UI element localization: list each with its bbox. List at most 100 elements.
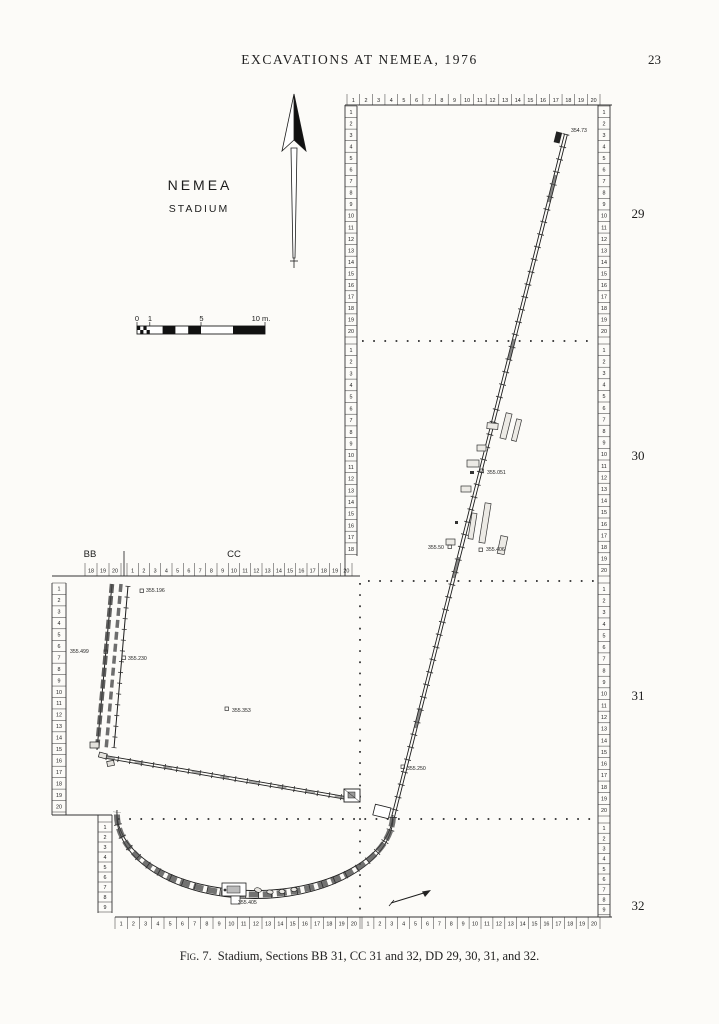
grid-tick-label: 7 [104,885,107,891]
grid-tick-label: 19 [339,922,345,928]
grid-tick-label: 7 [603,179,606,185]
grid-tick-label: 6 [350,406,353,412]
wall-block [553,131,563,144]
grid-tick-label: 10 [348,214,354,220]
grid-tick-label: 17 [348,535,354,541]
grid-tick-label: 3 [603,847,606,853]
grid-tick-label: 20 [343,568,349,574]
grid-tick-label: 7 [428,98,431,104]
grid-tick-label: 17 [348,295,354,301]
elevation-labels: 354.73 355.051 355.50 355.406 355.196 35… [70,128,587,906]
grid-tick-label: 5 [58,633,61,639]
grid-tick-label: 16 [302,922,308,928]
grid-tick-label: 5 [169,922,172,928]
grid-tick-label: 18 [88,568,94,574]
grid-tick-label: 18 [348,306,354,312]
grid-tick-label: 1 [603,110,606,116]
grid-tick-label: 11 [601,464,607,470]
grid-tick-label: 7 [58,655,61,661]
grid-tick-label: 6 [603,168,606,174]
grid-tick-label: 1 [350,348,353,354]
grid-tick-label: 14 [601,738,607,744]
grid-tick-label: 1 [104,825,107,831]
page-title: EXCAVATIONS AT NEMEA, 1976 [241,52,478,67]
grid-tick-label: 7 [350,418,353,424]
grid-tick-label: 7 [603,887,606,893]
grid-tick-label: 13 [265,568,271,574]
elevation-point-markers [103,468,484,769]
grid-tick-label: 16 [601,522,607,528]
grid-letter-cc: CC [227,549,241,560]
grid-tick-label: 9 [603,202,606,208]
scale-label-0: 0 [135,314,139,323]
grid-tick-label: 18 [567,922,573,928]
grid-tick-label: 10 [464,98,470,104]
grid-tick-label: 8 [350,430,353,436]
grid-letter-bb: BB [84,549,97,560]
grid-tick-label: 8 [603,898,606,904]
grid-tick-label: 9 [58,678,61,684]
grid-tick-label: 9 [350,202,353,208]
grid-tick-label: 6 [58,644,61,650]
grid-tick-label: 4 [603,857,606,863]
grid-tick-label: 9 [603,908,606,914]
grid-tick-label: 14 [276,568,282,574]
grid-tick-label: 9 [221,568,224,574]
grid-tick-label: 7 [350,179,353,185]
elevation-label: 355.196 [146,588,165,594]
grid-tick-label: 9 [218,922,221,928]
grid-tick-label: 17 [314,922,320,928]
grid-tick-label: 8 [450,922,453,928]
grid-tick-label: 2 [58,598,61,604]
grid-tick-label: 7 [603,417,606,423]
grid-tick-label: 10 [56,690,62,696]
grid-tick-label: 11 [348,465,354,471]
grid-tick-label: 19 [601,797,607,803]
grid-tick-label: 12 [601,475,607,481]
grid-border-lines [51,104,612,918]
grid-tick-label: 13 [348,488,354,494]
elevation-label: 355.230 [128,656,147,662]
section-numbers: 29 30 31 32 [632,206,645,913]
grid-tick-label: 3 [104,845,107,851]
grid-tick-label: 20 [591,98,597,104]
elevation-label: 355.405 [238,900,257,906]
grid-tick-label: 5 [176,568,179,574]
grid-tick-label: 14 [348,260,354,266]
grid-tick-label: 16 [348,523,354,529]
grid-tick-label: 11 [477,98,483,104]
site-label: NEMEA STADIUM [168,177,230,215]
grid-tick-label: 3 [377,98,380,104]
grid-tick-label: 6 [603,877,606,883]
grid-tick-label: 6 [181,922,184,928]
grid-tick-label: 16 [543,922,549,928]
elevation-label: 355.250 [407,766,426,772]
grid-tick-label: 2 [104,835,107,841]
grid-tick-label: 6 [603,406,606,412]
grid-tick-label: 17 [601,773,607,779]
page-header: EXCAVATIONS AT NEMEA, 1976 23 [0,52,719,72]
grid-tick-label: 13 [508,922,514,928]
grid-tick-label: 3 [390,922,393,928]
grid-tick-label: 18 [348,547,354,553]
east-track-wall [389,131,570,818]
section-number-30: 30 [632,448,645,463]
grid-tick-label: 20 [601,568,607,574]
grid-tick-label: 17 [555,922,561,928]
grid-tick-label: 12 [253,922,259,928]
grid-tick-label: 3 [144,922,147,928]
grid-tick-label: 17 [553,98,559,104]
grid-tick-label: 15 [527,98,533,104]
grid-tick-label: 2 [603,598,606,604]
grid-tick-label: 2 [603,121,606,127]
grid-tick-label: 19 [601,557,607,563]
grid-tick-label: 13 [601,248,607,254]
grid-tick-label: 4 [350,383,353,389]
grid-tick-label: 9 [350,441,353,447]
